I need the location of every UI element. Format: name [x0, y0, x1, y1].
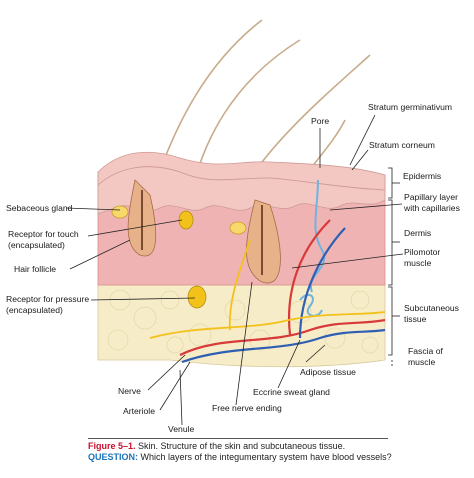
layer-brackets: [388, 167, 400, 368]
label-free-nerve-ending: Free nerve ending: [212, 403, 282, 413]
question-label: QUESTION:: [88, 452, 139, 462]
label-stratum-corneum: Stratum corneum: [369, 140, 435, 150]
label-adipose-tissue: Adipose tissue: [300, 367, 356, 377]
figure-text: Skin. Structure of the skin and subcutan…: [138, 441, 346, 451]
label-nerve: Nerve: [118, 386, 141, 396]
label-subcutaneous: Subcutaneous: [404, 303, 459, 313]
figure-caption: Figure 5–1. Skin. Structure of the skin …: [88, 438, 468, 463]
receptor-touch-icon: [178, 210, 194, 230]
caption-line-2: QUESTION: Which layers of the integument…: [88, 452, 468, 463]
caption-line-1: Figure 5–1. Skin. Structure of the skin …: [88, 441, 468, 452]
label-fascia-2: muscle: [408, 357, 435, 367]
vessel-vein: [181, 227, 386, 364]
nerve-fiber: [149, 239, 386, 339]
label-subcutaneous-2: tissue: [404, 314, 427, 324]
question-text: Which layers of the integumentary system…: [140, 452, 392, 462]
label-receptor-pressure-2: (encapsulated): [6, 305, 63, 315]
label-venule: Venule: [168, 424, 195, 434]
leader-lines: [65, 114, 404, 426]
label-dermis: Dermis: [404, 228, 431, 238]
label-hair-follicle: Hair follicle: [14, 264, 56, 274]
sebaceous-gland: [111, 205, 247, 235]
label-pilomotor: Pilomotor: [404, 247, 440, 257]
label-receptor-touch-2: (encapsulated): [8, 240, 65, 250]
adipose-lobules: [107, 289, 379, 354]
receptor-pressure-icon: [187, 285, 207, 309]
label-pilomotor-2: muscle: [404, 258, 431, 268]
epidermis-layer: [97, 166, 386, 215]
label-receptor-touch: Receptor for touch: [8, 229, 79, 239]
label-papillary-layer-2: with capillaries: [403, 203, 460, 213]
hair-follicle-left: [127, 179, 157, 257]
label-receptor-pressure: Receptor for pressure: [6, 294, 89, 304]
label-eccrine-sweat-gland: Eccrine sweat gland: [253, 387, 330, 397]
label-arteriole: Arteriole: [123, 406, 155, 416]
label-papillary-layer: Papillary layer: [404, 192, 458, 202]
label-fascia: Fascia of: [408, 346, 443, 356]
caption-rule: [88, 438, 388, 439]
figure-label: Figure 5–1.: [88, 441, 136, 451]
label-epidermis: Epidermis: [403, 171, 441, 181]
label-stratum-germinativum: Stratum germinativum: [368, 102, 452, 112]
hair-follicle-center: [246, 199, 281, 284]
label-pore: Pore: [311, 116, 329, 126]
label-sebaceous-gland: Sebaceous gland: [6, 203, 73, 213]
